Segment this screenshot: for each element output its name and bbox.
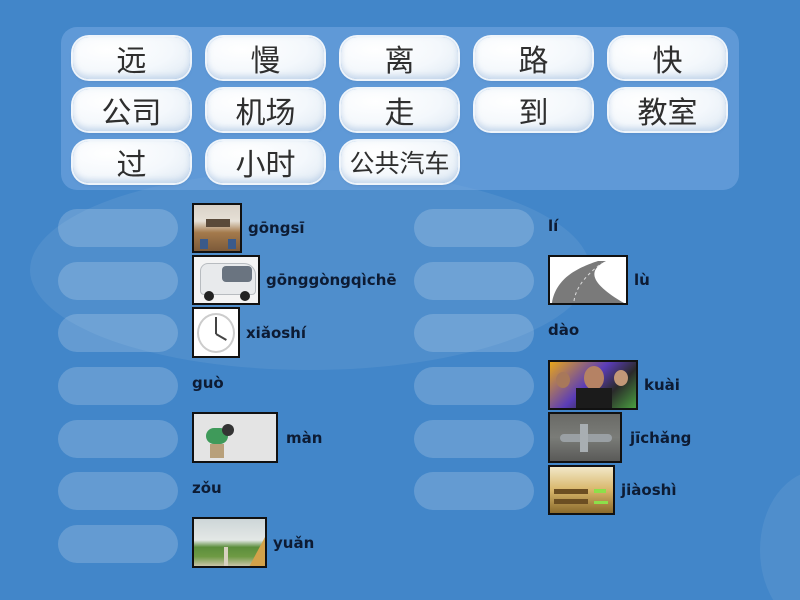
word-tile[interactable]: 走 <box>341 89 458 131</box>
pinyin-label: jīchǎng <box>630 428 692 447</box>
sloth-image <box>192 412 278 463</box>
prompt-item: yuǎn <box>192 517 314 568</box>
pinyin-label: jiàoshì <box>621 481 677 499</box>
drop-slot[interactable] <box>58 367 178 405</box>
word-tile[interactable]: 远 <box>73 37 190 79</box>
pinyin-label: gōngsī <box>248 219 305 237</box>
word-tile[interactable]: 离 <box>341 37 458 79</box>
word-tile[interactable]: 慢 <box>207 37 324 79</box>
word-tile[interactable]: 到 <box>475 89 592 131</box>
clock-image <box>192 307 240 358</box>
prompt-item: lù <box>548 255 650 305</box>
prompt-item: gōnggòngqìchē <box>192 255 397 305</box>
pinyin-label: dào <box>548 321 580 339</box>
word-tile[interactable]: 小时 <box>207 141 324 183</box>
classroom-image <box>548 465 615 515</box>
prompt-item: jiàoshì <box>548 465 676 515</box>
prompt-item: zǒu <box>192 479 222 497</box>
word-tile[interactable]: 公司 <box>73 89 190 131</box>
pinyin-label: yuǎn <box>273 533 315 552</box>
drop-slot[interactable] <box>58 209 178 247</box>
prompt-item: màn <box>192 412 322 463</box>
airport-image <box>548 412 622 463</box>
office-image <box>192 203 242 253</box>
pinyin-label: kuài <box>644 376 680 394</box>
pinyin-label: lù <box>634 271 650 289</box>
prompt-item: gōngsī <box>192 203 305 253</box>
road-image <box>548 255 628 305</box>
prompt-item: guò <box>192 374 224 392</box>
drop-slot[interactable] <box>414 367 534 405</box>
drop-slot[interactable] <box>414 314 534 352</box>
prompt-item: xiǎoshí <box>192 307 306 358</box>
word-tile[interactable]: 公共汽车 <box>341 141 458 183</box>
pinyin-label: xiǎoshí <box>246 323 306 342</box>
pinyin-label: gōnggòngqìchē <box>266 271 397 289</box>
background-swirl <box>760 470 800 600</box>
drop-slot[interactable] <box>58 420 178 458</box>
drop-slot[interactable] <box>414 472 534 510</box>
word-tile[interactable]: 过 <box>73 141 190 183</box>
drop-slot[interactable] <box>414 262 534 300</box>
prompt-item: jīchǎng <box>548 412 691 463</box>
long-road-image <box>192 517 267 568</box>
word-tile[interactable]: 教室 <box>609 89 726 131</box>
word-tile[interactable]: 机场 <box>207 89 324 131</box>
prompt-item: lí <box>548 217 558 235</box>
pinyin-label: guò <box>192 374 224 392</box>
prompt-item: dào <box>548 321 579 339</box>
drop-slot[interactable] <box>58 262 178 300</box>
prompt-item: kuài <box>548 360 680 410</box>
word-tile[interactable]: 快 <box>609 37 726 79</box>
pinyin-label: zǒu <box>192 479 222 497</box>
drop-slot[interactable] <box>414 420 534 458</box>
bus-image <box>192 255 260 305</box>
fast-furious-poster-image <box>548 360 638 410</box>
pinyin-label: màn <box>286 428 323 447</box>
drop-slot[interactable] <box>414 209 534 247</box>
drop-slot[interactable] <box>58 472 178 510</box>
drop-slot[interactable] <box>58 525 178 563</box>
drop-slot[interactable] <box>58 314 178 352</box>
word-tile[interactable]: 路 <box>475 37 592 79</box>
pinyin-label: lí <box>548 217 559 235</box>
